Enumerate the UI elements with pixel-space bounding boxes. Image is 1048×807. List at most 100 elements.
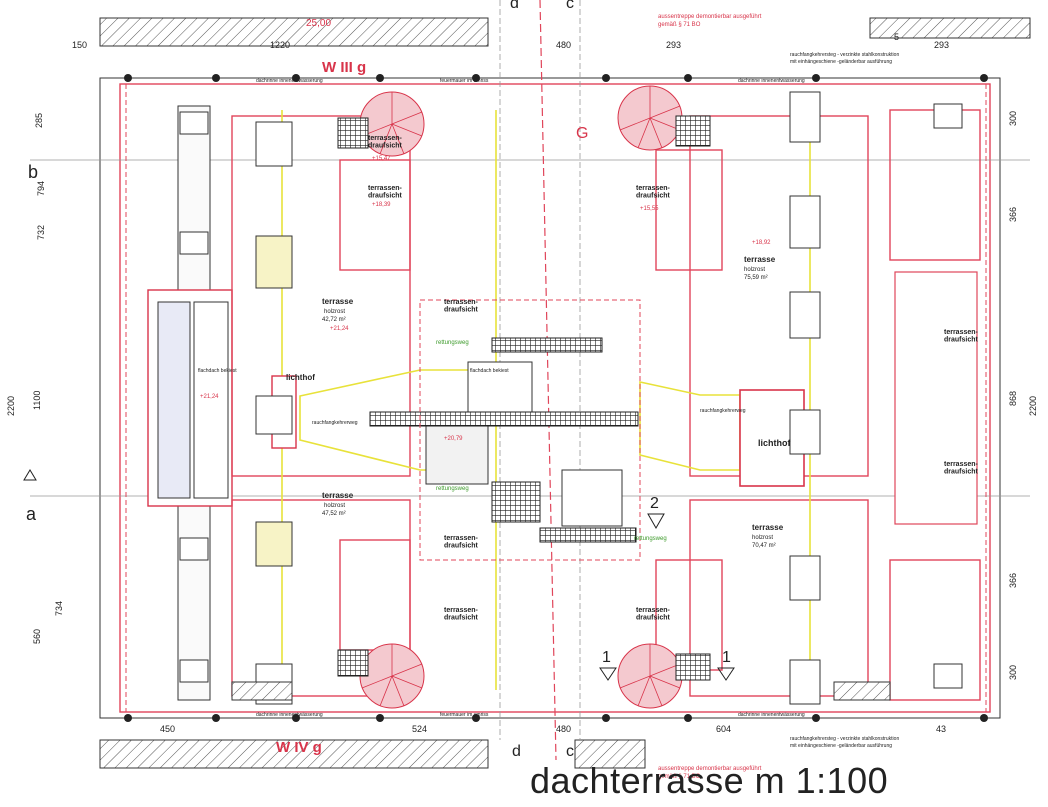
label-w4g: W IV g — [276, 739, 322, 756]
left-dim-2200: 2200 — [6, 396, 16, 416]
room-terrasse-r1: terrasse — [744, 255, 776, 264]
room-draufsicht-5: terrassen-draufsicht — [444, 607, 479, 622]
right-facade-block-bot — [889, 559, 981, 701]
room-holzrost-r2: holzrost — [752, 535, 773, 541]
right-dim-2200: 2200 — [1028, 396, 1038, 416]
note-rauchfang-top: rauchfangkehrersteg - verzinkte stahlkon… — [790, 52, 899, 58]
vent-box-4 — [255, 521, 293, 567]
bottom-dim-43: 43 — [936, 724, 946, 734]
section-label-1-left: 1 — [602, 649, 611, 666]
neighbour-hatch-bottom-left — [99, 739, 489, 769]
rauchweg-right: rauchfangkehrerweg — [700, 408, 746, 414]
bottom-dim-524: 524 — [412, 724, 427, 734]
rettungsweg-3: rettungsweg — [634, 536, 667, 542]
vent-box-9 — [789, 409, 821, 455]
lichthof-right-label: lichthof — [758, 438, 791, 448]
room-holzrost-l1: holzrost — [324, 309, 345, 315]
rauchweg-left: rauchfangkehrerweg — [312, 420, 358, 426]
note-feuermauer-bottom: feuermauer im umriss — [440, 712, 489, 718]
axis-label-c-top: c — [566, 0, 574, 12]
left-dim-734: 734 — [54, 601, 64, 616]
vent-box-10 — [789, 555, 821, 601]
spiral-stair-top-right — [617, 85, 711, 151]
top-dim-293b: 293 — [934, 40, 949, 50]
right-dim-300: 300 — [1008, 111, 1018, 126]
drawing-title: dachterrasse m 1:100 — [530, 760, 889, 801]
right-dim-366: 366 — [1008, 207, 1018, 222]
level-l2: +15,47 — [372, 156, 391, 162]
level-l1: +21,24 — [200, 394, 219, 400]
axis-marker-a — [23, 469, 37, 481]
parapet-bottom-left — [231, 681, 293, 701]
left-window-2 — [179, 231, 209, 255]
right-dim-300b: 300 — [1008, 665, 1018, 680]
note-rauchfang-bottom-2: mit einhängeschiene -geländerbar ausführ… — [790, 743, 892, 749]
level-l3: +18,39 — [372, 202, 391, 208]
level-l6: +20,79 — [444, 436, 463, 442]
neighbour-hatch-bottom-right — [574, 739, 646, 769]
axis-label-d-top: d — [510, 0, 519, 12]
axis-label-b: b — [28, 162, 38, 182]
axis-label-c-bottom: c — [566, 743, 574, 760]
core-grid-band-3 — [491, 481, 541, 523]
dashed-outline-center — [419, 299, 641, 561]
left-window-4 — [179, 659, 209, 683]
section-marker-2 — [647, 513, 665, 530]
note-dachrinne-top: dachrinne innenentwässerung — [256, 78, 323, 84]
terrace-draufsicht-bl — [339, 539, 411, 651]
spiral-stair-top-left — [337, 91, 425, 157]
level-l5: +18,92 — [752, 240, 771, 246]
bottom-dim-604: 604 — [716, 724, 731, 734]
room-draufsicht-9: terrassen-draufsicht — [944, 461, 979, 476]
spiral-stair-bottom-left — [337, 643, 425, 709]
note-aussentreppe-bottom: aussentreppe demontierbar ausgeführt — [658, 766, 762, 772]
room-draufsicht-7: terrassen-draufsicht — [636, 607, 671, 622]
level-l7: +21,24 — [330, 326, 349, 332]
left-dim-732: 732 — [36, 225, 46, 240]
vent-box-3 — [255, 395, 293, 435]
bottom-dim-480: 480 — [556, 724, 571, 734]
left-dim-560: 560 — [32, 629, 42, 644]
top-dim-480: 480 — [556, 40, 571, 50]
level-l4: +15,55 — [640, 206, 659, 212]
room-area-r2: 70,47 m² — [752, 543, 776, 549]
red-centre-line — [539, 0, 557, 761]
room-holzrost-l2: holzrost — [324, 503, 345, 509]
building-inner-outline — [119, 83, 991, 713]
terrace-draufsicht-tr — [655, 149, 723, 271]
left-window-3 — [179, 537, 209, 561]
room-draufsicht-1: terrassen-draufsicht — [368, 135, 403, 150]
note-dachrinne-right-bottom: dachrinne innenentwässerung — [738, 712, 805, 718]
vent-box-2 — [255, 235, 293, 289]
note-rauchfang-top-2: mit einhängeschiene -geländerbar ausführ… — [790, 59, 892, 65]
flachdach-core-label: flachdach bekiest — [470, 368, 509, 374]
note-dachrinne-right-top: dachrinne innenentwässerung — [738, 78, 805, 84]
axis-label-a: a — [26, 504, 37, 524]
vent-box-8 — [789, 291, 821, 339]
left-bay-door — [193, 301, 229, 499]
room-draufsicht-8: terrassen-draufsicht — [944, 329, 979, 344]
label-w3g: W III g — [322, 59, 366, 76]
room-draufsicht-2: terrassen-draufsicht — [368, 185, 403, 200]
terrace-right-lower — [689, 499, 869, 697]
room-area-l2: 47,52 m² — [322, 511, 346, 517]
right-skylight-zone — [894, 271, 978, 525]
top-total-dim: 25,00 — [306, 18, 331, 29]
left-bay-glass — [157, 301, 191, 499]
terrace-left-upper — [231, 115, 411, 477]
note-feuermauer-top: feuermauer im umriss — [440, 78, 489, 84]
right-dim-366b: 366 — [1008, 573, 1018, 588]
rettungsweg-2: rettungsweg — [436, 486, 469, 492]
right-dim-868: 868 — [1008, 391, 1018, 406]
vent-box-7 — [789, 195, 821, 249]
column-markers — [124, 74, 988, 722]
neighbour-hatch-top-right — [869, 17, 1031, 39]
note-aussentreppe-top-2: gemäß § 71 BO — [658, 22, 701, 28]
spiral-stair-bottom-right — [617, 643, 711, 709]
building-outline — [99, 77, 1001, 719]
room-terrasse-l2: terrasse — [322, 491, 354, 500]
room-draufsicht-3: terrassen-draufsicht — [444, 299, 479, 314]
left-dim-1100: 1100 — [32, 391, 42, 410]
section-marker-1-left — [599, 667, 617, 681]
